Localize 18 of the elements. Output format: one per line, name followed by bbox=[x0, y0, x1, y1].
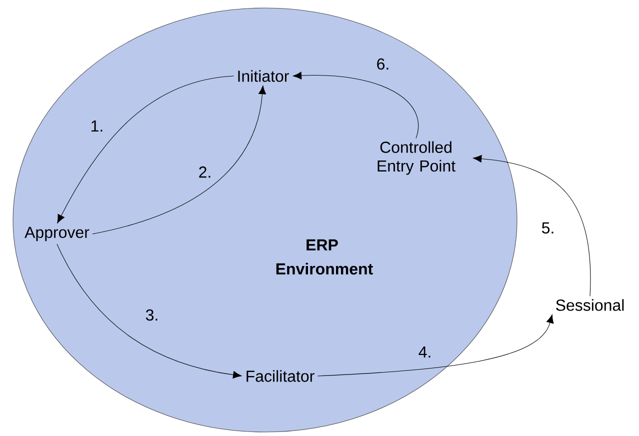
edge-label: 5. bbox=[542, 222, 554, 234]
environment-label: ERP Environment bbox=[276, 239, 373, 275]
edge-label: 6. bbox=[377, 58, 388, 70]
arrow bbox=[292, 72, 418, 139]
arrow bbox=[57, 76, 234, 224]
role-label: Approver bbox=[24, 226, 90, 242]
arrow bbox=[92, 86, 266, 234]
edge-label: 3. bbox=[146, 309, 158, 321]
role-label: Initiator bbox=[238, 70, 289, 82]
arrow bbox=[317, 314, 554, 376]
edge-label: 2. bbox=[199, 166, 210, 178]
edge-label: 4. bbox=[418, 346, 430, 358]
arrow bbox=[56, 244, 242, 379]
role-label: Facilitator bbox=[246, 370, 314, 382]
role-label: Controlled Entry Point bbox=[378, 141, 456, 175]
role-label: Sessional bbox=[556, 299, 624, 311]
arrow bbox=[472, 154, 591, 296]
edge-label: 1. bbox=[92, 120, 102, 132]
